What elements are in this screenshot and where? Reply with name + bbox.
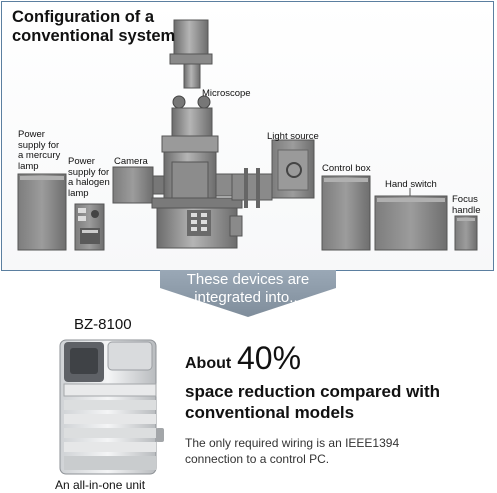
- light-source-unit: [231, 139, 315, 208]
- conventional-system-panel: Configuration of a conventional system P…: [1, 1, 494, 271]
- halogen-psu-unit: [74, 203, 105, 251]
- control-box-unit: [321, 175, 371, 251]
- microscope-unit: [151, 19, 243, 249]
- label-mercury-psu: Power supply for a mercury lamp: [18, 129, 61, 172]
- arrow-text: These devices are integrated into...: [186, 271, 310, 306]
- hand-switch-unit: [374, 188, 448, 251]
- camera-unit: [112, 166, 166, 204]
- integration-arrow: [160, 270, 336, 317]
- benefit-headline: space reduction compared with convention…: [185, 382, 441, 422]
- label-halogen-psu: Power supply for a halogen lamp: [68, 156, 110, 199]
- label-microscope: Microscope: [202, 88, 251, 99]
- label-light-source: Light source: [267, 131, 319, 142]
- focus-handle-unit: [454, 215, 478, 251]
- label-hand-switch: Hand switch: [385, 179, 437, 190]
- stat-prefix: About: [185, 355, 232, 372]
- benefit-subtext: The only required wiring is an IEEE1394 …: [185, 436, 400, 466]
- mercury-psu-unit: [17, 173, 67, 251]
- bz-8100-unit-image: [59, 339, 164, 475]
- label-focus-handle: Focus handle: [452, 194, 481, 216]
- stat-value: 40%: [237, 340, 302, 376]
- product-name: BZ-8100: [74, 316, 132, 333]
- product-caption: An all-in-one unit: [55, 478, 146, 492]
- label-control-box: Control box: [322, 163, 371, 174]
- diagram-title: Configuration of a conventional system: [12, 8, 176, 45]
- conventional-equipment-illustration: [17, 19, 478, 251]
- label-camera: Camera: [114, 156, 148, 167]
